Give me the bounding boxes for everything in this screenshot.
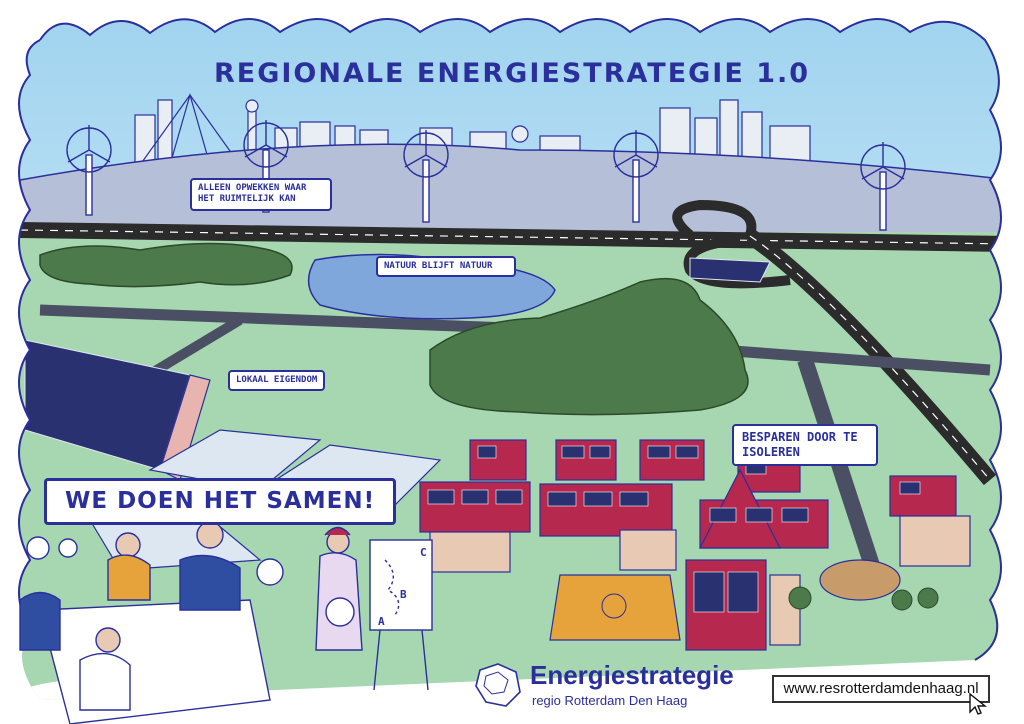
- person-orange: [107, 554, 151, 601]
- excavation-site: [819, 559, 901, 601]
- person-head: [115, 532, 141, 558]
- speech-bubble-opwekken: ALLEEN OPWEKKEN WAAR HET RUIMTELIJK KAN: [190, 178, 332, 211]
- person-blue: [179, 554, 241, 611]
- logo: Energiestrategie regio Rotterdam Den Haa…: [472, 660, 752, 710]
- cursor-icon: [969, 692, 987, 715]
- recycle-thought-icon: [325, 597, 355, 627]
- pipeline-horizontal: [39, 304, 561, 336]
- flipchart: [369, 539, 433, 631]
- person-head: [196, 521, 224, 549]
- wind-turbine-icon: [66, 125, 112, 216]
- waterdrop-thought-icon: [256, 558, 284, 586]
- meeting-table: [39, 599, 271, 724]
- exit-road: [745, 229, 997, 486]
- wind-turbines: [66, 120, 906, 231]
- website-link[interactable]: www.resrotterdamdenhaag.nl: [772, 675, 990, 703]
- trees: [788, 586, 939, 611]
- logo-title: Energiestrategie: [530, 660, 734, 690]
- cloverleaf-road: [672, 199, 757, 239]
- speech-bubble-natuur: NATUUR BLIJFT NATUUR: [376, 256, 516, 278]
- cloud-frame: [39, 18, 1002, 661]
- forest-center: [429, 277, 749, 416]
- wind-turbine-icon: [613, 130, 659, 223]
- speech-bubble-lokaal: LOKAAL EIGENDOM: [228, 370, 326, 392]
- logo-subtitle: regio Rotterdam Den Haag: [532, 693, 688, 708]
- lightbulb-thought-icon: [26, 536, 50, 560]
- sports-court: [549, 574, 681, 641]
- person-front: [79, 652, 131, 711]
- wind-turbine-icon: [403, 130, 449, 223]
- person-left: [19, 591, 61, 651]
- workshop-scene: [19, 521, 433, 724]
- speech-bubble-samen: WE DOEN HET SAMEN!: [44, 478, 397, 525]
- pipeline-vertical: [797, 357, 888, 593]
- flipchart-letter-c: C: [420, 546, 427, 559]
- flipchart-letter-a: A: [378, 615, 385, 628]
- flipchart-letter-b: B: [400, 588, 407, 601]
- forest-left: [39, 242, 293, 288]
- page-title: REGIONALE ENERGIESTRATEGIE 1.0: [213, 58, 811, 89]
- wind-turbine-icon: [860, 142, 906, 231]
- flipchart-letters: C B A: [378, 546, 427, 628]
- region-map-icon: [475, 663, 521, 707]
- speech-bubble-besparen: BESPAREN DOOR TE ISOLEREN: [732, 424, 878, 466]
- houses: [419, 439, 971, 651]
- person-head: [95, 627, 121, 653]
